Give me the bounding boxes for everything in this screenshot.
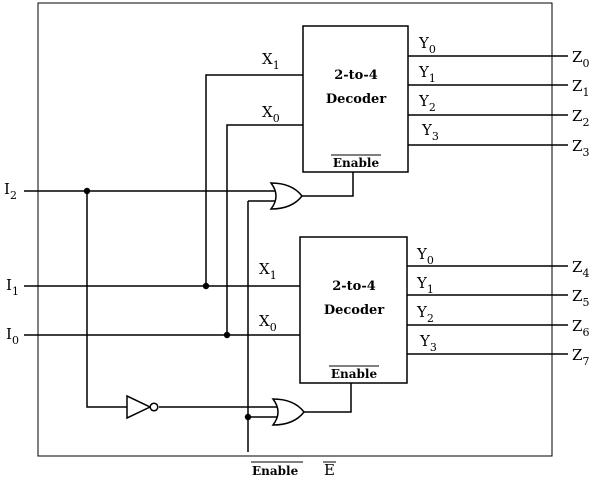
wire-i1-to-top-x1 — [205, 74, 303, 286]
svg-text:X1: X1 — [259, 260, 277, 282]
decoder-bottom-input-x1-label: X1 — [259, 260, 277, 282]
or-gate-top — [269, 182, 303, 210]
wire-bottom-or-to-enable — [303, 383, 352, 413]
decoder-top-y1-label: Y1 — [418, 63, 436, 85]
decoder-top-y2-label: Y2 — [418, 92, 436, 114]
decoder-bottom-output-labels: Y0 Y1 Y2 Y3 — [416, 245, 437, 354]
output-z4-label: Z4 — [572, 258, 589, 280]
decoder-top-y3-label: Y3 — [421, 121, 439, 143]
decoder-bottom-enable-label: Enable — [331, 367, 378, 381]
output-z3-label: Z3 — [572, 137, 589, 159]
wire-top-or-to-enable — [301, 172, 354, 197]
junction-i0 — [223, 331, 231, 339]
not-gate — [126, 394, 159, 420]
svg-text:X1: X1 — [262, 50, 280, 72]
svg-text:X0: X0 — [262, 103, 280, 125]
decoder-top-input-x1-label: X1 — [262, 50, 280, 72]
input-i0-label: I0 — [6, 325, 19, 347]
decoder-top-enable-label: Enable — [333, 156, 380, 170]
decoder-top-output-labels: Y0 Y1 Y2 Y3 — [418, 34, 439, 143]
or-gate-bottom — [271, 398, 305, 426]
junction-enable — [244, 413, 252, 421]
input-labels: I2 I1 I0 — [4, 180, 19, 347]
decoder-top-box — [302, 25, 409, 173]
wire-i2-to-inverter — [86, 191, 127, 408]
svg-text:X0: X0 — [259, 312, 277, 334]
output-z6-label: Z6 — [572, 317, 589, 339]
output-z7-label: Z7 — [572, 346, 589, 368]
junctions — [83, 187, 252, 421]
output-labels: Z0 Z1 Z2 Z3 Z4 Z5 Z6 Z7 — [572, 48, 589, 368]
decoder-top-title: 2-to-4 — [334, 68, 378, 83]
decoder-bottom-input-x0-label: X0 — [259, 312, 277, 334]
decoder-top: 2-to-4 Decoder Enable — [302, 25, 409, 173]
decoder-bottom-subtitle: Decoder — [324, 303, 384, 318]
decoder-bottom-box — [299, 236, 408, 384]
output-z1-label: Z1 — [572, 77, 589, 99]
output-wires — [407, 55, 568, 355]
decoder-bottom-y2-label: Y2 — [416, 303, 434, 325]
junction-i1 — [202, 282, 210, 290]
decoder-top-y0-label: Y0 — [418, 34, 436, 56]
wire-i0-to-top-x0 — [226, 124, 303, 335]
enable-input-symbol: E — [324, 461, 335, 479]
enable-input-label: Enable — [252, 464, 299, 478]
circuit-enclosure — [37, 2, 553, 457]
input-i1-label: I1 — [6, 276, 19, 298]
decoder-bottom-y0-label: Y0 — [416, 245, 434, 267]
output-z5-label: Z5 — [572, 287, 589, 309]
output-z2-label: Z2 — [572, 107, 589, 129]
decoder-top-input-x0-label: X0 — [262, 103, 280, 125]
decoder-top-subtitle: Decoder — [326, 92, 386, 107]
decoder-bottom-title: 2-to-4 — [332, 279, 376, 294]
decoder-bottom: 2-to-4 Decoder Enable — [299, 236, 408, 384]
junction-i2 — [83, 187, 91, 195]
decoder-bottom-y3-label: Y3 — [419, 332, 437, 354]
decoder-bottom-y1-label: Y1 — [416, 274, 434, 296]
input-i2-label: I2 — [4, 180, 17, 202]
input-wires — [24, 74, 303, 408]
enable-input-labels: Enable E — [251, 461, 336, 479]
output-z0-label: Z0 — [572, 48, 589, 70]
